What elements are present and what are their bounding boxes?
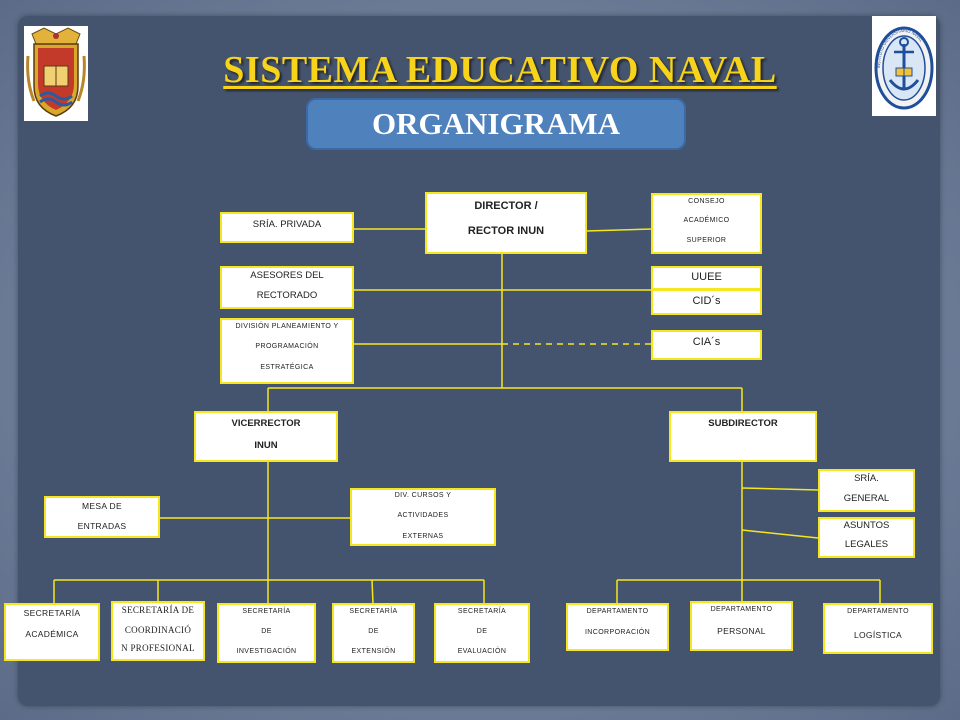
anchor-emblem-icon: INSTITUTO UNIVERSITARIO NAVAL <box>872 16 936 116</box>
subdirector-node: SUBDIRECTOR <box>669 411 817 462</box>
page-title: SISTEMA EDUCATIVO NAVAL <box>223 49 777 91</box>
departamento-incorporacion-node: DEPARTAMENTO INCORPORACIÓN <box>566 603 669 651</box>
cias-node: CIA´s <box>651 330 762 360</box>
div-cursos-node: DIV. CURSOS Y ACTIVIDADES EXTERNAS <box>350 488 496 546</box>
secretaria-academica-node: SECRETARÍA ACADÉMICA <box>4 603 100 661</box>
organigrama-banner: ORGANIGRAMA <box>306 98 686 150</box>
secretaria-coordinacion-node: SECRETARÍA DE COORDINACIÓ N PROFESIONAL <box>111 601 205 661</box>
secretaria-extension-node: SECRETARÍA DE EXTENSIÓN <box>332 603 415 663</box>
crest-icon <box>24 26 88 121</box>
departamento-logistica-node: DEPARTAMENTO LOGÍSTICA <box>823 603 933 654</box>
director-node: DIRECTOR / RECTOR INUN <box>425 192 587 254</box>
vicerrector-node: VICERRECTOR INUN <box>194 411 338 462</box>
asesores-node: ASESORES DEL RECTORADO <box>220 266 354 309</box>
departamento-personal-node: DEPARTAMENTO PERSONAL <box>690 601 793 651</box>
cids-node: CID´s <box>651 289 762 315</box>
asuntos-legales-node: ASUNTOS LEGALES <box>818 517 915 558</box>
sria-general-node: SRÍA. GENERAL <box>818 469 915 512</box>
sria-privada-node: SRÍA. PRIVADA <box>220 212 354 243</box>
secretaria-investigacion-node: SECRETARÍA DE INVESTIGACIÓN <box>217 603 316 663</box>
crest-logo <box>24 26 88 121</box>
uuee-node: UUEE <box>651 266 762 290</box>
instituto-universitario-naval-logo: INSTITUTO UNIVERSITARIO NAVAL <box>872 16 936 116</box>
mesa-entradas-node: MESA DE ENTRADAS <box>44 496 160 538</box>
secretaria-evaluacion-node: SECRETARÍA DE EVALUACIÓN <box>434 603 530 663</box>
consejo-academico-node: CONSEJO ACADÉMICO SUPERIOR <box>651 193 762 254</box>
division-planeamiento-node: DIVISIÓN PLANEAMIENTO Y PROGRAMACIÓN EST… <box>220 318 354 384</box>
